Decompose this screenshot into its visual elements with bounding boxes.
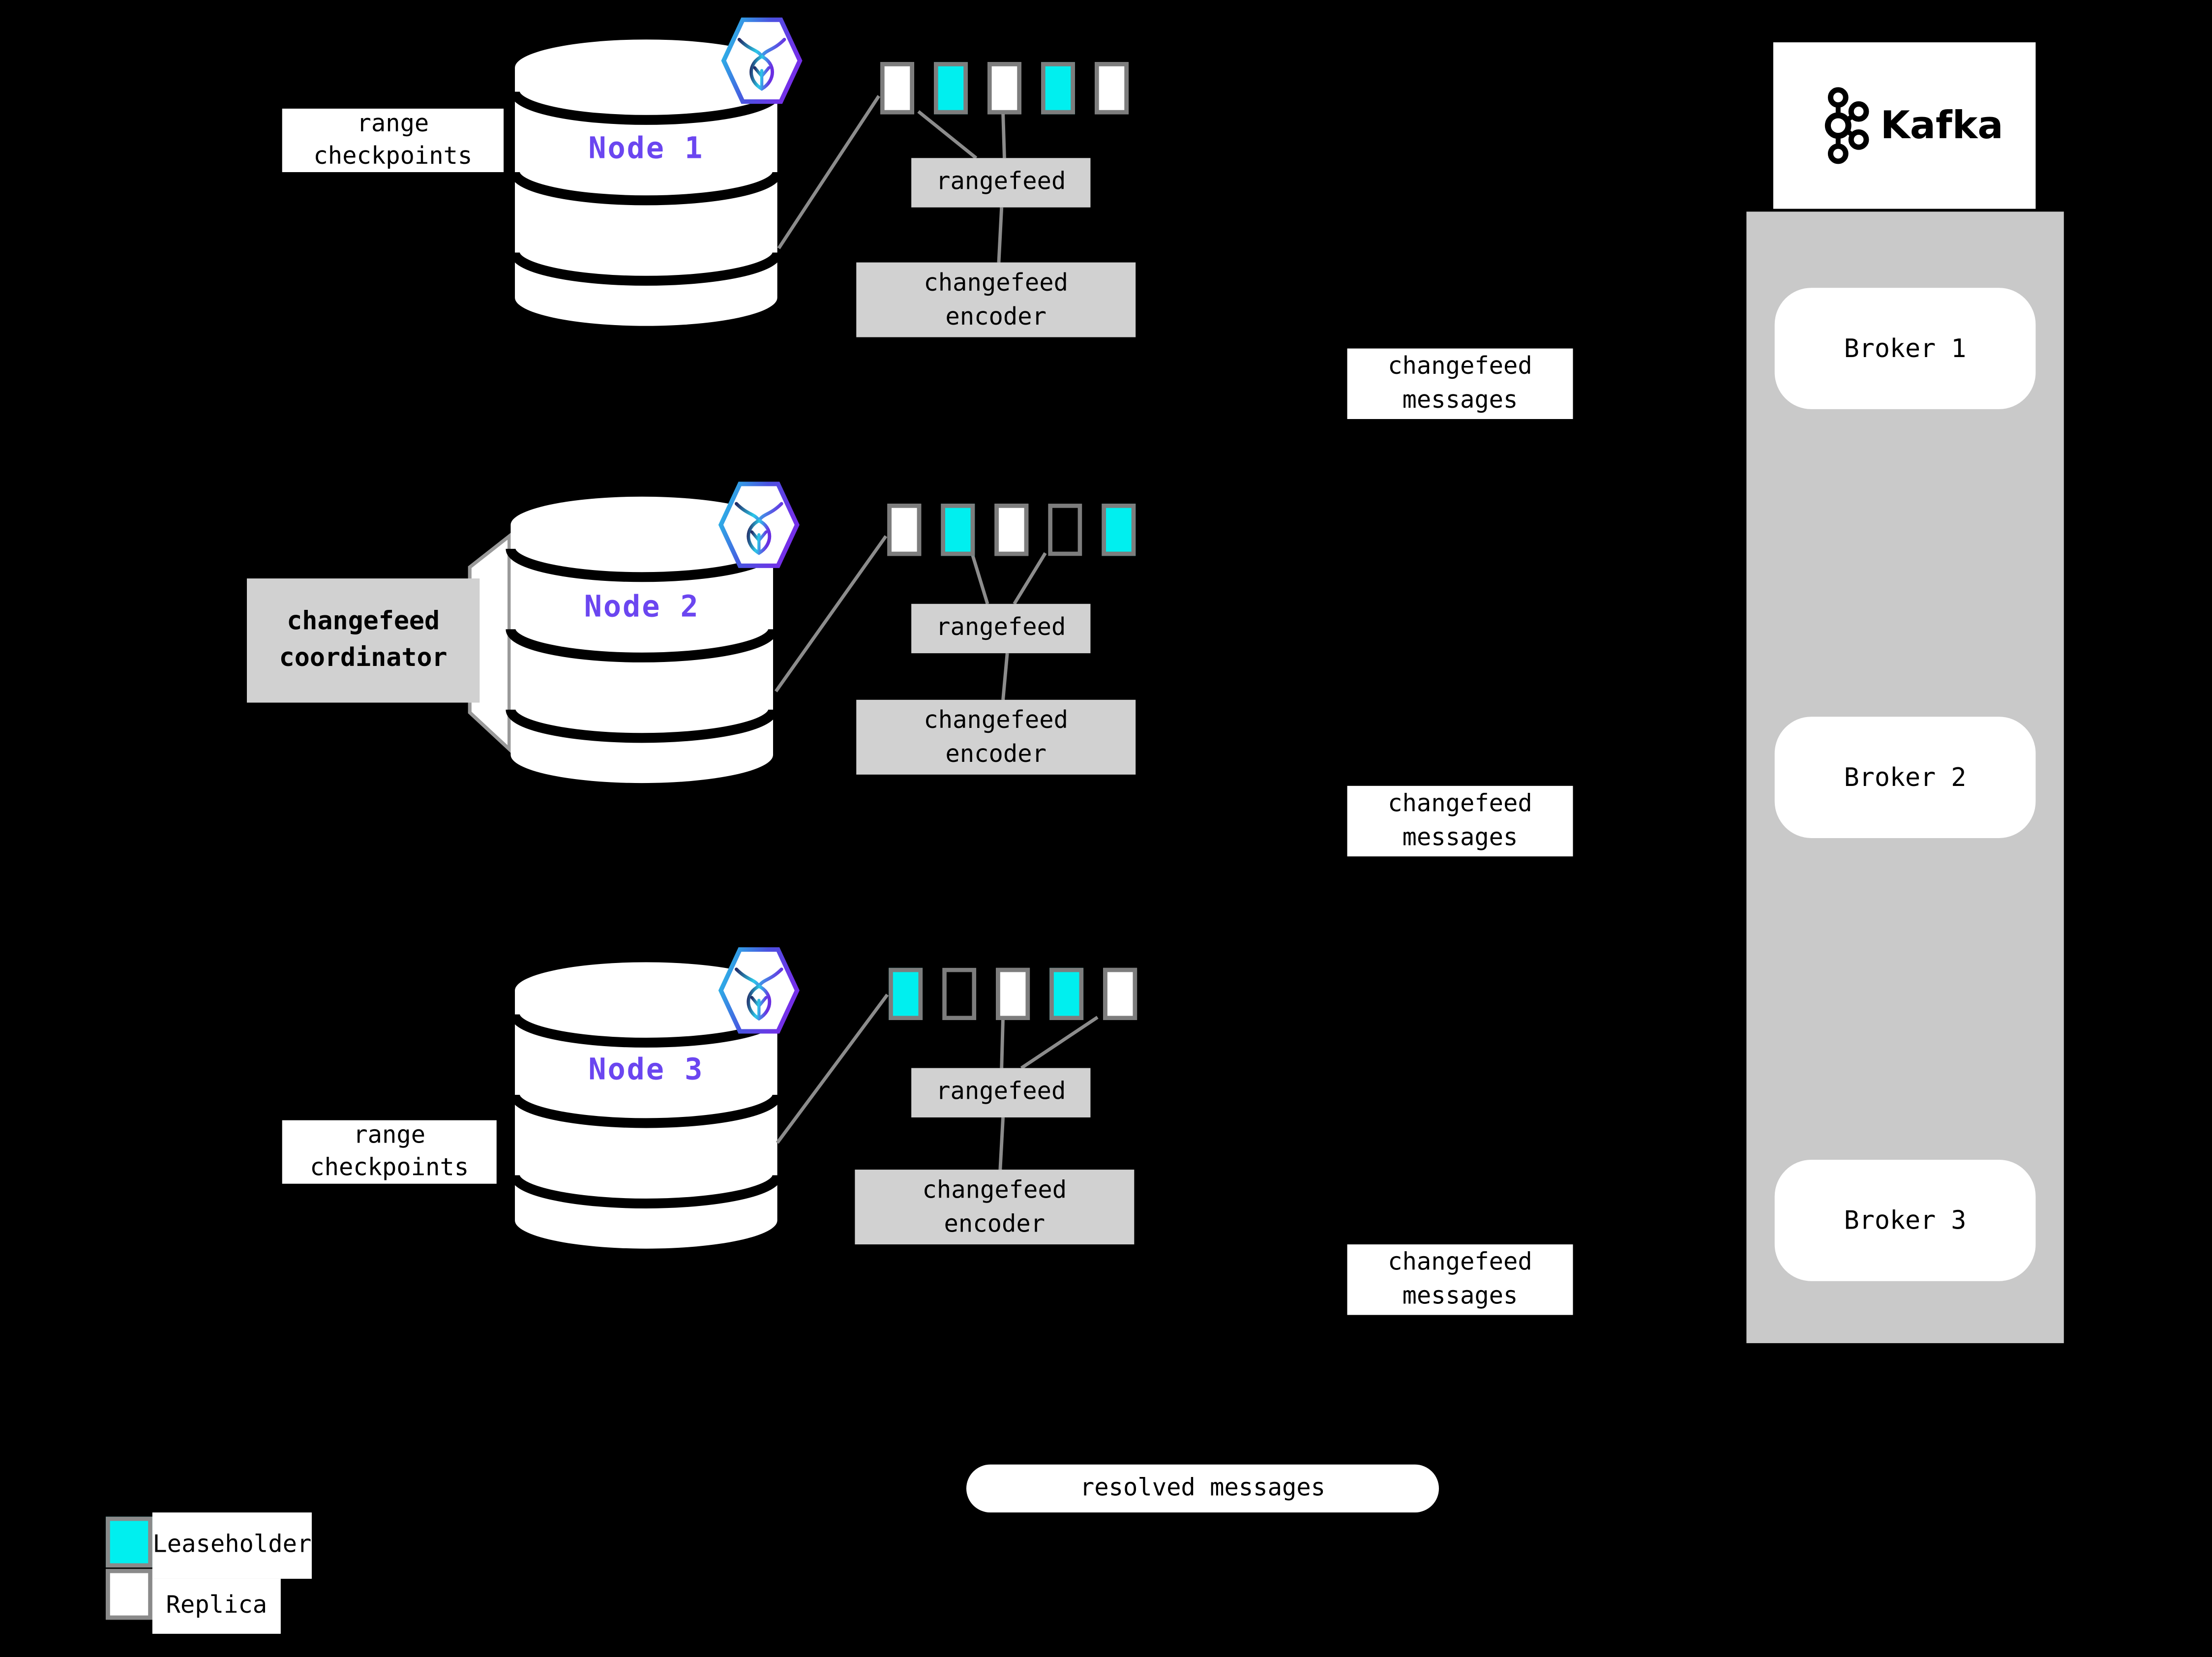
- connector-lines: [774, 95, 1099, 1170]
- broker-2: Broker 2: [1774, 717, 2036, 838]
- kafka-title: Kafka: [1880, 103, 2003, 148]
- node-3-cylinder-icon: [509, 962, 782, 1249]
- range-replica: [1095, 62, 1129, 115]
- node-2-cylinder-icon: [506, 496, 778, 783]
- changefeed-messages-label-3: changefeed messages: [1347, 1244, 1573, 1315]
- range-replica: [1103, 967, 1137, 1020]
- range-replica: [880, 62, 914, 115]
- legend-replica-label: Replica: [152, 1578, 281, 1634]
- range-replica: [887, 504, 922, 556]
- range-leaseholder: [1049, 967, 1084, 1020]
- rangefeed-label-3: rangefeed: [911, 1068, 1091, 1117]
- changefeed-encoder-label-2: changefeed encoder: [856, 699, 1136, 775]
- range-empty: [1048, 504, 1082, 556]
- resolved-messages-pill: resolved messages: [966, 1464, 1439, 1513]
- node-3-label: Node 3: [588, 1052, 704, 1086]
- node-1-ranges: [880, 62, 1129, 115]
- node-2-label: Node 2: [584, 590, 700, 624]
- range-leaseholder: [941, 504, 975, 556]
- cockroachdb-logo-icon: [721, 950, 797, 1031]
- range-leaseholder: [889, 967, 923, 1020]
- range-checkpoints-label-1: range checkpoints: [282, 108, 504, 172]
- range-replica: [996, 967, 1030, 1020]
- broker-1: Broker 1: [1774, 288, 2036, 409]
- legend-replica-swatch: [106, 1568, 152, 1620]
- changefeed-coordinator-label: changefeed coordinator: [247, 578, 480, 703]
- kafka-logo-box: Kafka: [1773, 42, 2036, 209]
- cockroachdb-logo-icon: [721, 484, 797, 566]
- range-leaseholder: [1041, 62, 1075, 115]
- cockroachdb-logo-icon: [724, 20, 800, 101]
- legend-leaseholder-swatch: [106, 1516, 152, 1568]
- node-3-ranges: [889, 967, 1137, 1020]
- range-replica: [987, 62, 1021, 115]
- range-leaseholder: [934, 62, 968, 115]
- node-1-label: Node 1: [588, 131, 704, 165]
- range-checkpoints-label-2: range checkpoints: [282, 1120, 497, 1184]
- legend-leaseholder-label: Leaseholder: [152, 1512, 312, 1579]
- range-leaseholder: [1102, 504, 1136, 556]
- range-replica: [994, 504, 1029, 556]
- changefeed-encoder-label-3: changefeed encoder: [855, 1170, 1135, 1245]
- node-2-ranges: [887, 504, 1136, 556]
- broker-3: Broker 3: [1774, 1159, 2036, 1281]
- changefeed-messages-label-1: changefeed messages: [1347, 348, 1573, 419]
- rangefeed-label-2: rangefeed: [911, 603, 1091, 654]
- kafka-logo-icon: [1824, 87, 1869, 164]
- changefeed-encoder-label-1: changefeed encoder: [856, 262, 1136, 337]
- range-empty: [942, 967, 977, 1020]
- node-1-cylinder-icon: [509, 39, 782, 326]
- rangefeed-label-1: rangefeed: [911, 158, 1091, 208]
- changefeed-messages-label-2: changefeed messages: [1347, 785, 1573, 857]
